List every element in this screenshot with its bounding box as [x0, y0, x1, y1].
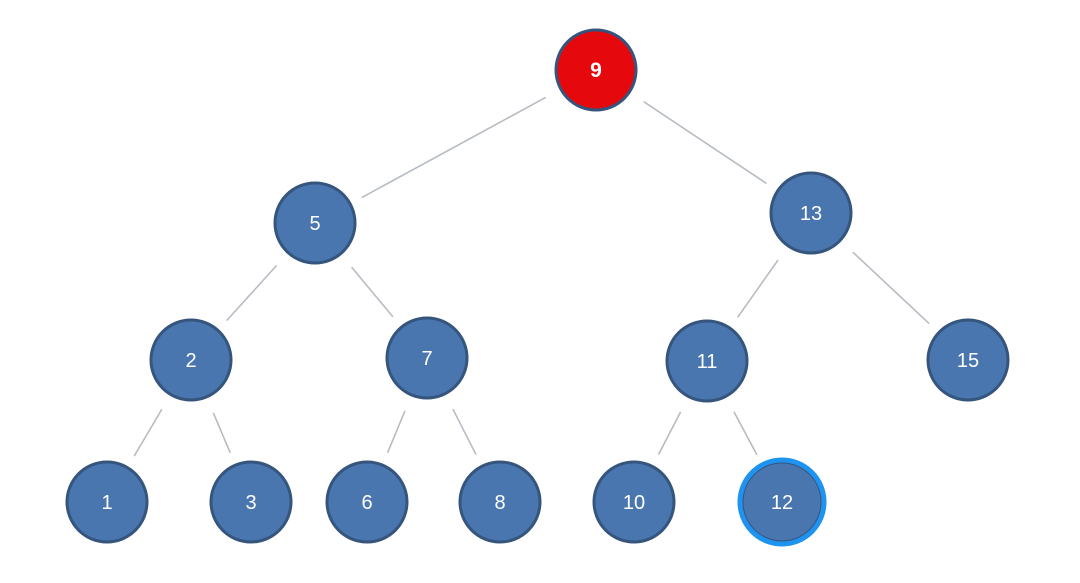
- node-label-12: 12: [771, 492, 793, 514]
- node-13: 13: [769, 171, 853, 255]
- edge-9-5: [361, 96, 546, 198]
- node-label-6: 6: [361, 492, 372, 514]
- node-label-13: 13: [800, 203, 822, 225]
- node-label-1: 1: [101, 492, 112, 514]
- edge-13-15: [852, 251, 930, 324]
- node-label-8: 8: [494, 492, 505, 514]
- node-10: 10: [592, 460, 676, 544]
- node-circle-6: [325, 460, 409, 544]
- node-label-10: 10: [623, 492, 645, 514]
- edge-2-1: [133, 409, 163, 457]
- edge-2-3: [212, 412, 231, 454]
- edge-11-12: [733, 411, 758, 456]
- node-circle-5: [273, 181, 357, 265]
- node-label-5: 5: [309, 213, 320, 235]
- node-circle-11: [665, 319, 749, 403]
- node-label-9: 9: [590, 59, 602, 82]
- node-circle-9: [554, 28, 638, 112]
- node-circle-3: [209, 460, 293, 544]
- node-circle-10: [592, 460, 676, 544]
- edge-5-7: [351, 266, 394, 318]
- edges-layer: [133, 96, 930, 457]
- node-9: 9: [554, 28, 638, 112]
- node-circle-7: [385, 316, 469, 400]
- node-7: 7: [385, 316, 469, 400]
- node-label-15: 15: [957, 350, 979, 372]
- node-6: 6: [325, 460, 409, 544]
- edge-5-2: [226, 265, 277, 321]
- node-15: 15: [926, 318, 1010, 402]
- node-1: 1: [65, 460, 149, 544]
- node-3: 3: [209, 460, 293, 544]
- node-5: 5: [273, 181, 357, 265]
- node-circle-2: [149, 318, 233, 402]
- node-2: 2: [149, 318, 233, 402]
- node-label-11: 11: [697, 351, 718, 373]
- edge-11-10: [657, 411, 682, 455]
- node-circle-1: [65, 460, 149, 544]
- node-label-7: 7: [421, 348, 432, 370]
- node-circle-13: [769, 171, 853, 255]
- node-label-3: 3: [245, 492, 256, 514]
- node-12: 12: [737, 457, 827, 547]
- edge-7-8: [452, 408, 477, 455]
- edge-13-11: [737, 259, 779, 318]
- node-label-2: 2: [185, 350, 196, 372]
- highlight-ring-12: [737, 457, 827, 547]
- node-circle-8: [458, 460, 542, 544]
- node-circle-15: [926, 318, 1010, 402]
- node-8: 8: [458, 460, 542, 544]
- edge-7-6: [386, 410, 406, 454]
- node-11: 11: [665, 319, 749, 403]
- edge-9-13: [643, 101, 767, 184]
